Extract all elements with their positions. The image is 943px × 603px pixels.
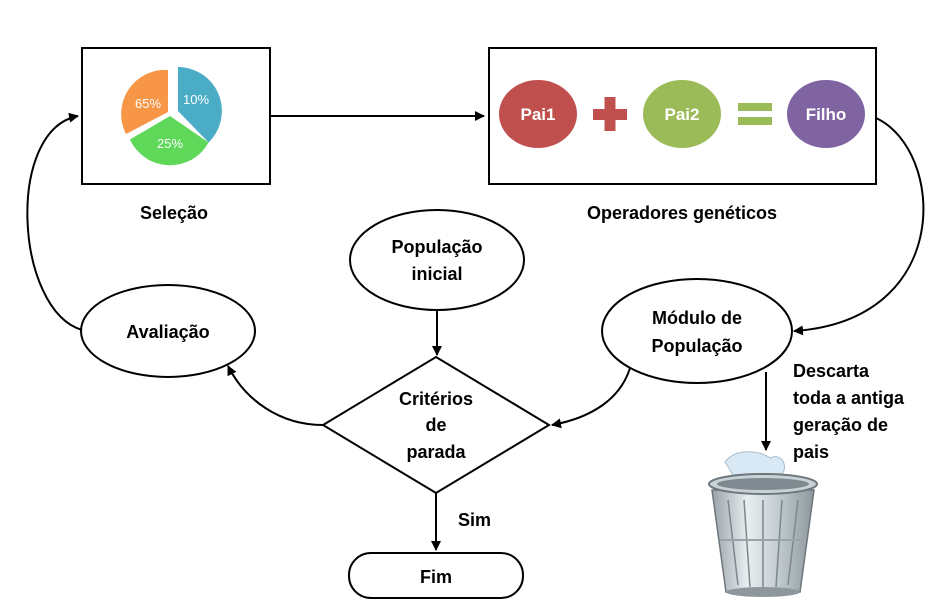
parent1-label: Pai1 bbox=[521, 105, 556, 124]
end-node bbox=[348, 552, 524, 599]
population-module-node bbox=[601, 278, 793, 384]
population-module-line1: Módulo de bbox=[652, 308, 742, 328]
pie-slice-10 bbox=[178, 67, 222, 143]
evaluation-label: Avaliação bbox=[126, 322, 209, 342]
parent1-circle bbox=[499, 80, 577, 148]
plus-icon bbox=[593, 97, 627, 131]
child-circle bbox=[787, 80, 865, 148]
operators-label: Operadores genéticos bbox=[587, 203, 777, 223]
initial-population-node bbox=[349, 209, 525, 311]
arrow-operators-to-population bbox=[793, 117, 925, 336]
initial-population-line2: inicial bbox=[411, 264, 462, 284]
parent2-circle bbox=[643, 80, 721, 148]
evaluation-node bbox=[80, 284, 256, 378]
initial-population-line1: População bbox=[391, 237, 482, 257]
pie-label-65: 65% bbox=[135, 96, 161, 111]
operators-box: Pai1 Pai2 Filho bbox=[488, 47, 877, 185]
population-module-line2: População bbox=[651, 336, 742, 356]
stop-criteria-line3: parada bbox=[406, 442, 466, 462]
end-label: Fim bbox=[420, 567, 452, 587]
stop-criteria-line1: Critérios bbox=[399, 389, 473, 409]
discard-note-line3: geração de bbox=[793, 415, 888, 435]
selection-box: 10% 25% 65% bbox=[81, 47, 271, 185]
discard-note-line1: Descarta bbox=[793, 361, 870, 381]
trash-can-icon bbox=[708, 451, 818, 597]
pie-slice-25 bbox=[130, 116, 209, 166]
parent2-label: Pai2 bbox=[665, 105, 700, 124]
discard-note-line2: toda a antiga bbox=[793, 388, 905, 408]
stop-criteria-line2: de bbox=[425, 415, 446, 435]
pie-label-25: 25% bbox=[157, 136, 183, 151]
discard-note-line4: pais bbox=[793, 442, 829, 462]
arrow-criteria-to-evaluation bbox=[227, 365, 324, 426]
selection-label: Seleção bbox=[140, 203, 208, 223]
child-label: Filho bbox=[806, 105, 847, 124]
yes-label: Sim bbox=[458, 510, 491, 530]
pie-label-10: 10% bbox=[183, 92, 209, 107]
pie-slice-65 bbox=[121, 69, 168, 134]
arrow-evaluation-to-selection bbox=[26, 112, 83, 331]
equals-icon bbox=[738, 103, 772, 125]
arrow-population-to-criteria bbox=[551, 367, 631, 429]
